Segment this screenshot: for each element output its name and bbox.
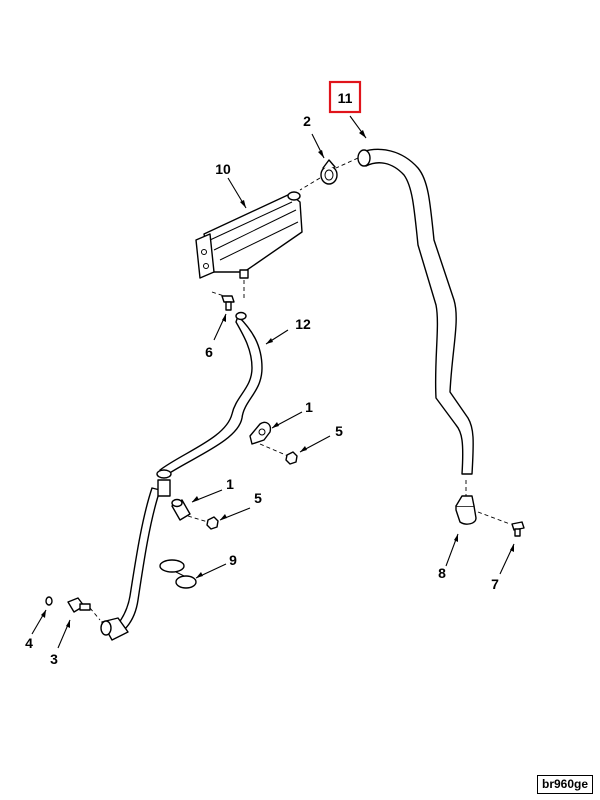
part-4-o-ring[interactable] bbox=[45, 596, 53, 606]
callout-5-upper: 5 bbox=[335, 423, 343, 439]
callout-3: 3 bbox=[50, 651, 58, 667]
part-1-spacer-lower[interactable] bbox=[171, 498, 209, 523]
callout-2: 2 bbox=[303, 113, 311, 129]
callout-12: 12 bbox=[295, 316, 311, 332]
part-12-drain-hose[interactable] bbox=[100, 311, 263, 641]
part-5-nut-lower[interactable] bbox=[206, 516, 219, 530]
callout-9: 9 bbox=[229, 552, 237, 568]
callout-1-lower: 1 bbox=[226, 476, 234, 492]
callout-11: 11 bbox=[338, 90, 353, 106]
callout-7: 7 bbox=[491, 576, 499, 592]
part-2-clamp[interactable] bbox=[299, 159, 338, 191]
part-8-bracket[interactable] bbox=[455, 480, 511, 525]
callout-1-upper: 1 bbox=[305, 399, 313, 415]
callout-10: 10 bbox=[215, 161, 231, 177]
leader-lines bbox=[31, 115, 515, 649]
part-9-tie-strap[interactable] bbox=[159, 559, 197, 589]
callout-8: 8 bbox=[438, 565, 446, 581]
part-1-clip-upper[interactable] bbox=[249, 421, 289, 457]
figure-code-label: br960ge bbox=[537, 775, 593, 794]
callout-6: 6 bbox=[205, 344, 213, 360]
callout-5-lower: 5 bbox=[254, 490, 262, 506]
part-5-nut-upper[interactable] bbox=[285, 451, 298, 465]
part-7-bolt[interactable] bbox=[511, 521, 525, 537]
callout-labels: 11 2 10 6 12 1 5 1 5 9 4 3 8 7 bbox=[25, 90, 499, 667]
highlight-box-11 bbox=[328, 80, 362, 114]
part-3-fitting[interactable] bbox=[67, 597, 101, 621]
part-10-oil-cooler[interactable] bbox=[195, 191, 303, 300]
part-11-hose[interactable] bbox=[335, 148, 474, 475]
part-6-bolt[interactable] bbox=[221, 295, 235, 311]
callout-4: 4 bbox=[25, 635, 33, 651]
